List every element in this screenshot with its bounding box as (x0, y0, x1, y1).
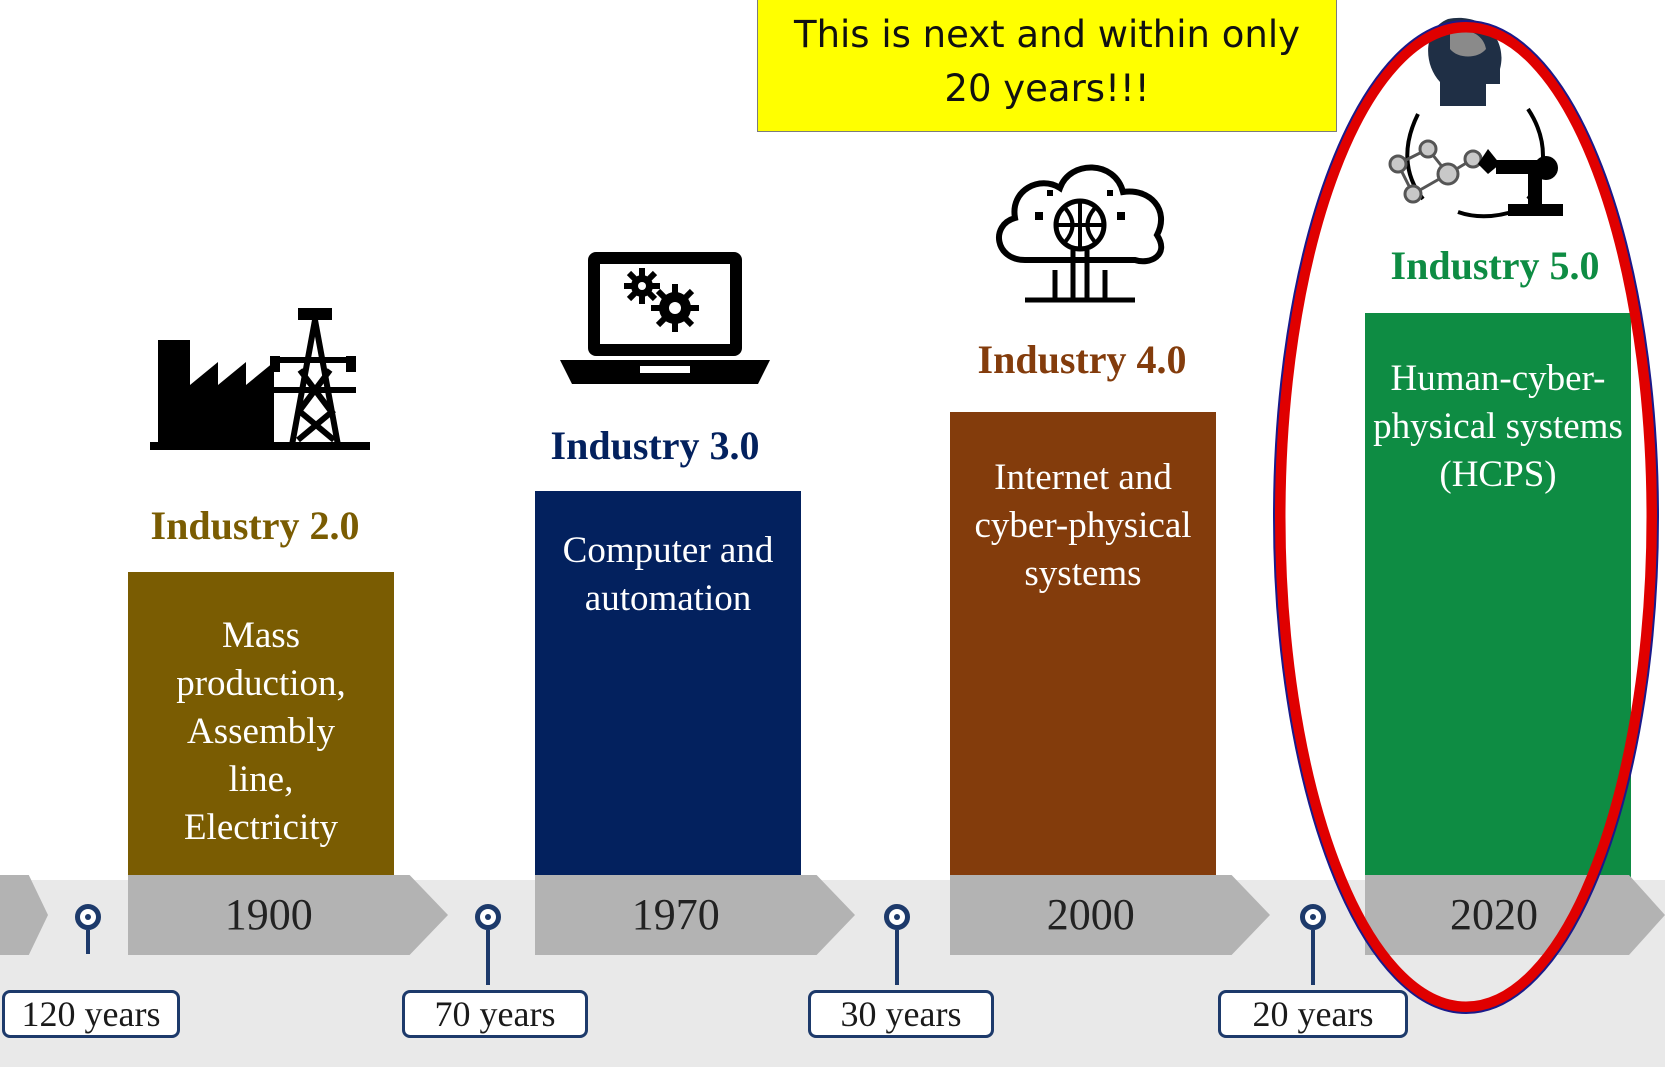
stage-description-box: Human-cyber-physical systems (HCPS) (1365, 313, 1631, 877)
year-label: 2020 (1450, 890, 1538, 939)
stage-title: Industry 2.0 (150, 503, 360, 548)
stage-description-box: Internet and cyber-physical systems (950, 412, 1216, 877)
duration-label: 120 years (2, 990, 180, 1038)
timeline-marker (75, 904, 101, 930)
marker-stem (1311, 930, 1315, 985)
year-arrow: 2020 (1365, 875, 1665, 955)
human-ai-robot-icon (1388, 17, 1563, 219)
timeline-marker (475, 904, 501, 930)
timeline-marker (884, 904, 910, 930)
stage-title: Industry 5.0 (1390, 243, 1600, 288)
cloud-network-icon (996, 164, 1165, 303)
stage-description-box: Mass production, Assembly line, Electric… (128, 572, 394, 877)
duration-label: 30 years (808, 990, 994, 1038)
timeline-marker (1300, 904, 1326, 930)
year-label: 1970 (631, 890, 720, 939)
marker-stem (86, 930, 90, 954)
stage-description-box: Computer and automation (535, 491, 801, 877)
marker-stem (486, 930, 490, 985)
duration-label: 20 years (1218, 990, 1408, 1038)
laptop-gears-icon (560, 252, 770, 384)
callout-note: This is next and within only 20 years!!! (757, 0, 1337, 132)
year-label: 2000 (1046, 890, 1135, 939)
stage-title: Industry 3.0 (550, 423, 760, 468)
factory-power-tower-icon (150, 308, 370, 450)
year-arrow: 1900 (128, 875, 448, 955)
stage-title: Industry 4.0 (977, 337, 1187, 382)
year-label: 1900 (224, 890, 313, 939)
year-arrow: 1970 (535, 875, 855, 955)
duration-label: 70 years (402, 990, 588, 1038)
year-arrow: 2000 (950, 875, 1270, 955)
marker-stem (895, 930, 899, 985)
